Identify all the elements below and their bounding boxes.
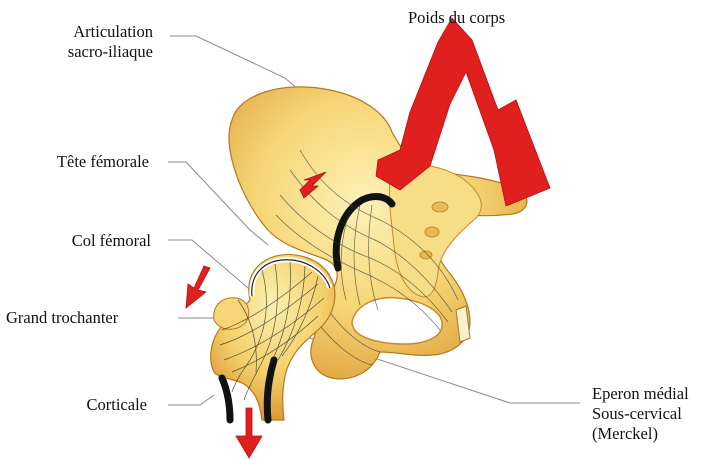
label-medial-spur-line1: Eperon médial [592,384,689,404]
label-cortical-text: Corticale [87,395,147,415]
label-femoral-head: Tête fémorale [57,152,149,172]
label-body-weight-text: Poids du corps [408,8,505,28]
leader-cortical [168,395,214,405]
greater-trochanter [214,298,249,330]
label-cortical: Corticale [87,395,147,415]
label-greater-trochanter: Grand trochanter [6,308,118,328]
leader-sacro-iliac [170,36,305,95]
label-medial-spur-line2: Sous-cervical [592,404,689,424]
sacral-foramen-2 [425,227,439,237]
shaft-arrow [236,408,262,458]
sacral-foramen-1 [432,202,448,212]
label-femoral-neck: Col fémoral [72,231,151,251]
label-femoral-head-text: Tête fémorale [57,152,149,172]
label-medial-spur: Eperon médial Sous-cervical (Merckel) [592,384,689,444]
trochanter-arrow [186,266,210,308]
label-medial-spur-line3: (Merckel) [592,424,689,444]
label-sacro-iliac-line1: Articulation [68,22,153,42]
label-sacro-iliac-line2: sacro-iliaque [68,42,153,62]
cortex-lateral [222,378,230,420]
label-greater-trochanter-text: Grand trochanter [6,308,118,328]
label-body-weight: Poids du corps [408,8,505,28]
label-femoral-neck-text: Col fémoral [72,231,151,251]
label-sacro-iliac: Articulation sacro-iliaque [68,22,153,62]
